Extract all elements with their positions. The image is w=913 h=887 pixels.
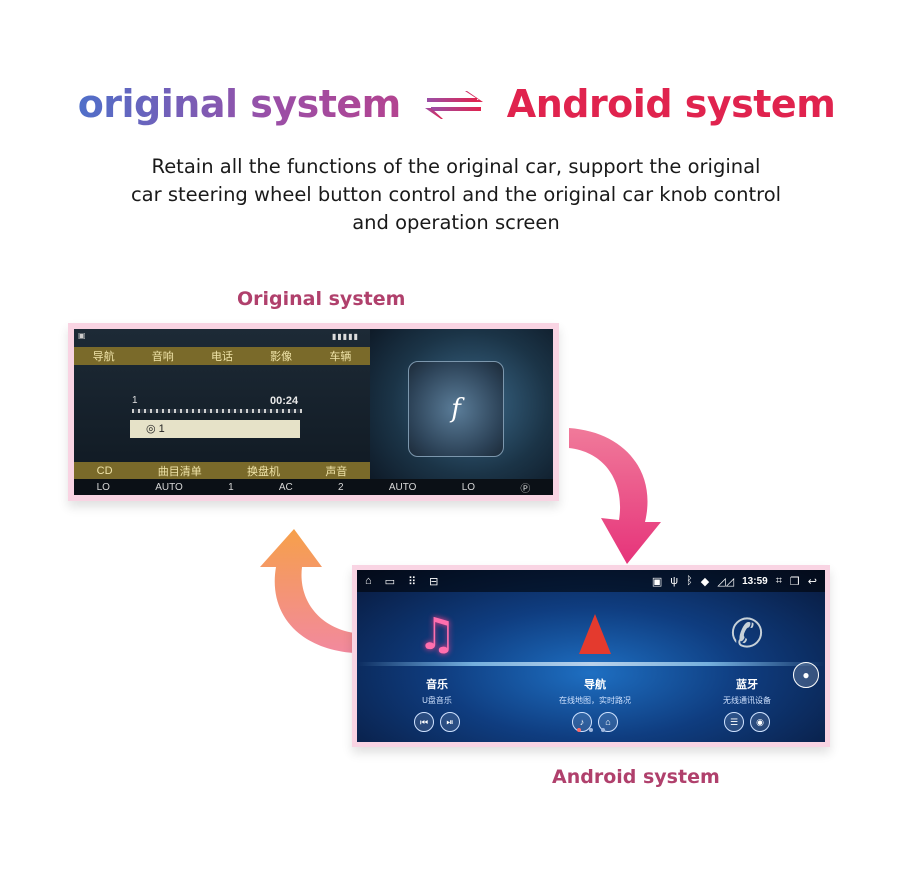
page-dot-active [577, 728, 581, 732]
screen-settings-icon[interactable]: ▭ [384, 575, 396, 588]
subtitle: Retain all the functions of the original… [106, 153, 806, 237]
climate-item: LO [96, 481, 110, 493]
contacts-icon[interactable]: ◉ [750, 712, 770, 732]
original-bottom-item[interactable]: 曲目清单 [157, 466, 202, 478]
disc-icon: ◎ [146, 423, 159, 435]
microphone-icon[interactable]: ● [793, 662, 819, 688]
original-menu-item[interactable]: 影像 [270, 351, 293, 363]
android-status-bar: ⌂ ▭ ⠿ ⊟ ▣ ψ ᛒ ◆ ◿◿ 13:59 ⌗ ❐ ↩ [357, 570, 825, 592]
signal-dots-icon: ▮▮▮▮▮ [332, 332, 360, 341]
tile-title: 导航 [584, 679, 606, 691]
original-bottom-item[interactable]: 声音 [325, 466, 348, 478]
page-indicator [357, 728, 825, 732]
original-bottom-item[interactable]: 换盘机 [247, 466, 281, 478]
original-top-indicator: ▣ [78, 331, 86, 340]
status-clock: 13:59 [742, 575, 768, 587]
original-menu-item[interactable]: 电话 [210, 351, 233, 363]
original-menu-item[interactable]: 导航 [92, 351, 115, 363]
android-screen: ⌂ ▭ ⠿ ⊟ ▣ ψ ᛒ ◆ ◿◿ 13:59 ⌗ ❐ ↩ [357, 570, 825, 742]
headline-android: Android system [506, 82, 836, 126]
speaker-logo: f [451, 394, 461, 424]
subtitle-line: and operation screen [352, 211, 560, 234]
tile-subtitle: 无线通讯设备 [723, 696, 771, 705]
android-screen-frame: ⌂ ▭ ⠿ ⊟ ▣ ψ ᛒ ◆ ◿◿ 13:59 ⌗ ❐ ↩ [352, 565, 830, 747]
parking-icon: Ⓟ [520, 483, 531, 495]
navigation-arrow-icon [535, 610, 655, 658]
back-icon[interactable]: ↩ [807, 575, 817, 588]
arrow-to-android-icon [569, 428, 661, 564]
original-bottom-menu: CD 曲目清单 换盘机 声音 [74, 462, 370, 480]
original-menu-item[interactable]: 车辆 [329, 351, 352, 363]
selected-track-row[interactable]: ◎ 1 [130, 420, 300, 438]
track-time: 00:24 [270, 395, 299, 407]
bluetooth-icon: ᛒ [686, 575, 693, 587]
dialpad-icon[interactable]: ☰ [724, 712, 744, 732]
music-note-icon: ♫ [417, 608, 457, 660]
subtitle-line: car steering wheel button control and th… [130, 183, 782, 206]
tile-title: 蓝牙 [736, 679, 758, 691]
original-screen: ▣ ▮▮▮▮▮ 导航 音响 电话 影像 车辆 1 00:24 ◎ 1 CD 曲目… [74, 329, 553, 495]
tile-controls: ♪ ⌂ [535, 712, 655, 732]
page-dot [589, 728, 593, 732]
tile-title: 音乐 [426, 679, 448, 691]
signal-icon: ◿◿ [717, 575, 735, 588]
climate-item: 1 [228, 481, 234, 493]
tile-controls: ⏮ ⏯ [377, 712, 497, 732]
screenshot-icon[interactable]: ⌗ [775, 574, 782, 587]
headline-original: original system [77, 82, 402, 126]
climate-status-bar: LO AUTO 1 AC 2 AUTO LO Ⓟ [74, 479, 553, 495]
tile-music[interactable]: ♫ 音乐 U盘音乐 ⏮ ⏯ [377, 608, 497, 742]
tile-bluetooth[interactable]: ✆ 蓝牙 无线通讯设备 ☰ ◉ [687, 610, 807, 742]
climate-item: AUTO [388, 481, 417, 493]
android-status-indicators: ▣ ψ ᛒ ◆ ◿◿ 13:59 ⌗ ❐ ↩ [652, 575, 817, 588]
swap-arrows-icon [424, 91, 483, 119]
original-bottom-item[interactable]: CD [96, 465, 113, 477]
play-pause-icon[interactable]: ⏯ [440, 712, 460, 732]
climate-item: AUTO [155, 481, 183, 493]
climate-item: AC [278, 481, 293, 493]
original-speaker-panel: f [370, 329, 553, 495]
phone-handset-icon: ✆ [730, 612, 764, 656]
original-top-menu: 导航 音响 电话 影像 车辆 [74, 347, 370, 365]
nav-voice-icon[interactable]: ♪ [572, 712, 592, 732]
tile-navigation[interactable]: 导航 在线地图，实时路况 ♪ ⌂ [535, 610, 655, 742]
light-glow-band [357, 662, 825, 666]
wifi-icon: ◆ [700, 575, 710, 588]
usb-icon: ψ [670, 575, 679, 587]
original-screen-frame: ▣ ▮▮▮▮▮ 导航 音响 电话 影像 车辆 1 00:24 ◎ 1 CD 曲目… [68, 323, 559, 501]
apps-grid-icon[interactable]: ⠿ [408, 575, 417, 588]
tile-subtitle: U盘音乐 [422, 696, 452, 705]
tile-controls: ☰ ◉ [687, 712, 807, 732]
track-number: 1 [132, 395, 138, 406]
tile-subtitle: 在线地图，实时路况 [559, 696, 631, 705]
original-media-panel: ▣ ▮▮▮▮▮ 导航 音响 电话 影像 车辆 1 00:24 ◎ 1 CD 曲目… [74, 329, 370, 495]
recent-apps-icon[interactable]: ❐ [789, 575, 800, 588]
previous-track-icon[interactable]: ⏮ [414, 712, 434, 732]
nav-home-icon[interactable]: ⌂ [598, 712, 618, 732]
page-dot [601, 728, 605, 732]
climate-item: 2 [338, 481, 344, 493]
caption-android: Android system [552, 766, 720, 788]
climate-item: LO [461, 481, 476, 493]
caption-original: Original system [237, 288, 406, 310]
progress-bar [132, 409, 302, 413]
subtitle-line: Retain all the functions of the original… [151, 155, 761, 178]
original-menu-item[interactable]: 音响 [151, 351, 174, 363]
home-icon[interactable]: ⌂ [365, 575, 372, 587]
headline: original system Android system [0, 78, 913, 130]
arrow-to-original-icon [260, 529, 354, 653]
android-nav-buttons: ⌂ ▭ ⠿ ⊟ [365, 575, 438, 588]
split-screen-icon[interactable]: ⊟ [429, 575, 439, 588]
selected-track-label: 1 [158, 423, 165, 435]
cast-icon: ▣ [651, 575, 663, 588]
speaker-grille: f [408, 361, 504, 457]
